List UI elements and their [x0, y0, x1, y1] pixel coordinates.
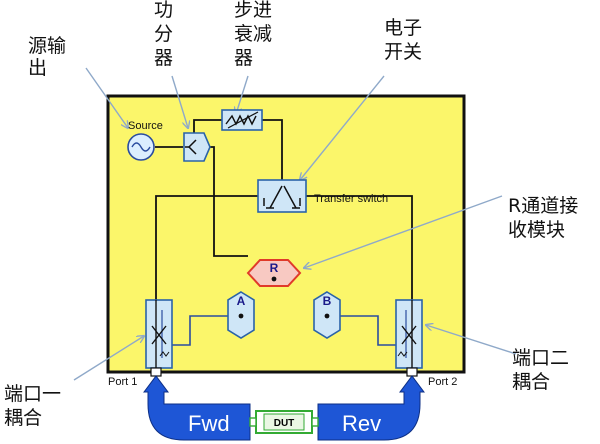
- a-receiver: A: [227, 291, 255, 339]
- r-receiver-body: [246, 259, 302, 287]
- a-receiver-label: A: [237, 294, 246, 308]
- port1-connector: [150, 367, 162, 377]
- forward-arrow: Fwd: [143, 375, 251, 441]
- receiver-wiring: [170, 315, 398, 346]
- r-receiver-label: R: [270, 261, 279, 275]
- transfer-switch-label: Transfer switch: [314, 193, 388, 205]
- step-attenuator: [221, 109, 263, 131]
- reverse-arrow: Rev: [317, 375, 425, 441]
- b-receiver: B: [313, 291, 341, 339]
- label-r-receiver: R通道接收模块: [508, 195, 578, 241]
- transfer-switch-body: [257, 179, 307, 213]
- source-block: Source: [127, 120, 163, 161]
- dut-core: [263, 413, 305, 431]
- label-port1-coupler: 端口一耦合: [4, 383, 61, 429]
- label-port2-coupler: 端口二耦合: [512, 347, 569, 393]
- r-receiver: R: [246, 259, 302, 287]
- source-label: Source: [128, 120, 163, 132]
- label-electronic-switch: 电子开关: [384, 17, 422, 63]
- reverse-arrow-shape: [317, 375, 425, 441]
- pointer-arrows: [73, 67, 517, 381]
- port2-coupler: Port 2: [395, 299, 457, 388]
- port2-connector: [406, 367, 418, 377]
- b-receiver-label: B: [323, 294, 332, 308]
- label-step-attenuator: 步进衰减器: [234, 0, 272, 69]
- port2-label: Port 2: [428, 376, 457, 388]
- reverse-arrow-label: Rev: [342, 411, 381, 436]
- dut-block: DUT: [249, 410, 319, 434]
- power-splitter: [183, 132, 211, 162]
- port1-coupler: Port 1: [108, 299, 173, 388]
- forward-arrow-shape: [143, 375, 251, 441]
- forward-arrow-label: Fwd: [188, 411, 230, 436]
- port1-label: Port 1: [108, 376, 137, 388]
- splitter-body: [183, 132, 211, 162]
- transfer-switch: Transfer switch: [257, 179, 388, 213]
- dut-label: DUT: [274, 418, 295, 429]
- sine-wave-icon: [131, 142, 151, 152]
- annotation-labels: 源输出 功分器 步进衰减器 电子开关 R通道接收模块 端口一耦合 端口二耦合: [4, 0, 578, 429]
- label-source-out: 源输出: [28, 35, 66, 79]
- label-power-splitter: 功分器: [154, 0, 173, 69]
